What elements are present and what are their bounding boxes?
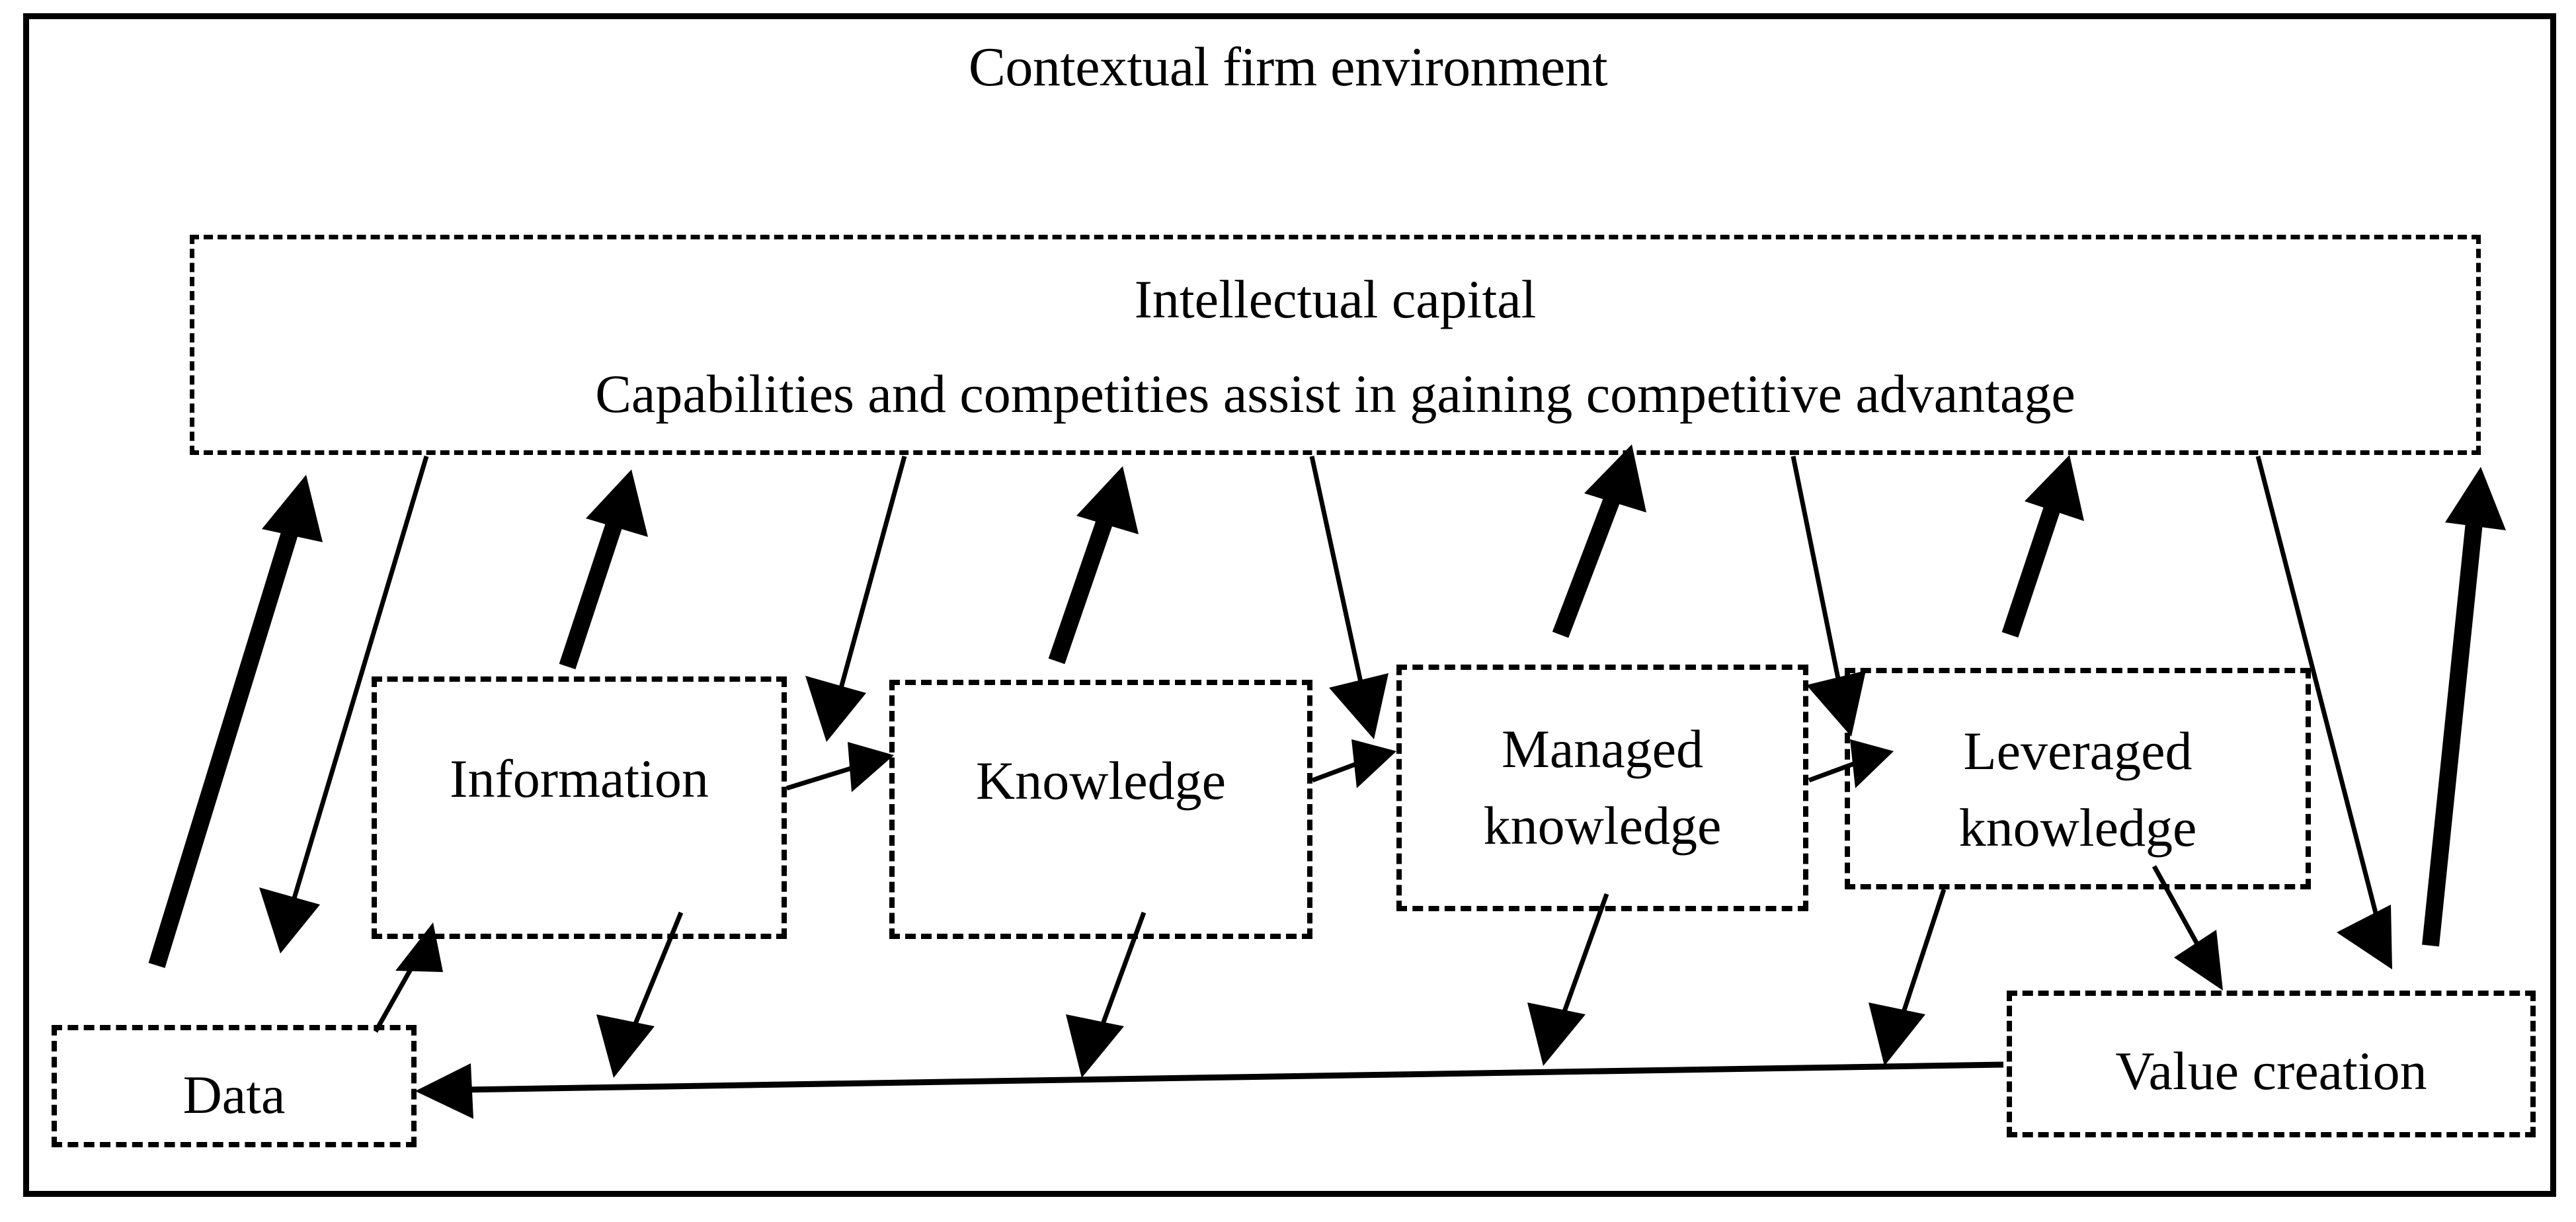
node-box-information	[372, 676, 787, 939]
node-box-value-creation	[2007, 991, 2536, 1137]
contextual-firm-environment-frame	[23, 13, 2556, 1197]
node-box-leveraged-knowledge	[1845, 668, 2311, 889]
contextual-firm-environment-title: Contextual firm environment	[968, 36, 1608, 98]
intellectual-capital-title: Intellectual capital	[1134, 269, 1537, 329]
node-box-data	[52, 1025, 417, 1147]
node-box-managed-knowledge	[1396, 665, 1808, 911]
node-box-knowledge	[889, 680, 1312, 939]
intellectual-capital-subtitle: Capabilities and competities assist in g…	[595, 364, 2075, 424]
intellectual-capital-box	[190, 235, 2481, 455]
